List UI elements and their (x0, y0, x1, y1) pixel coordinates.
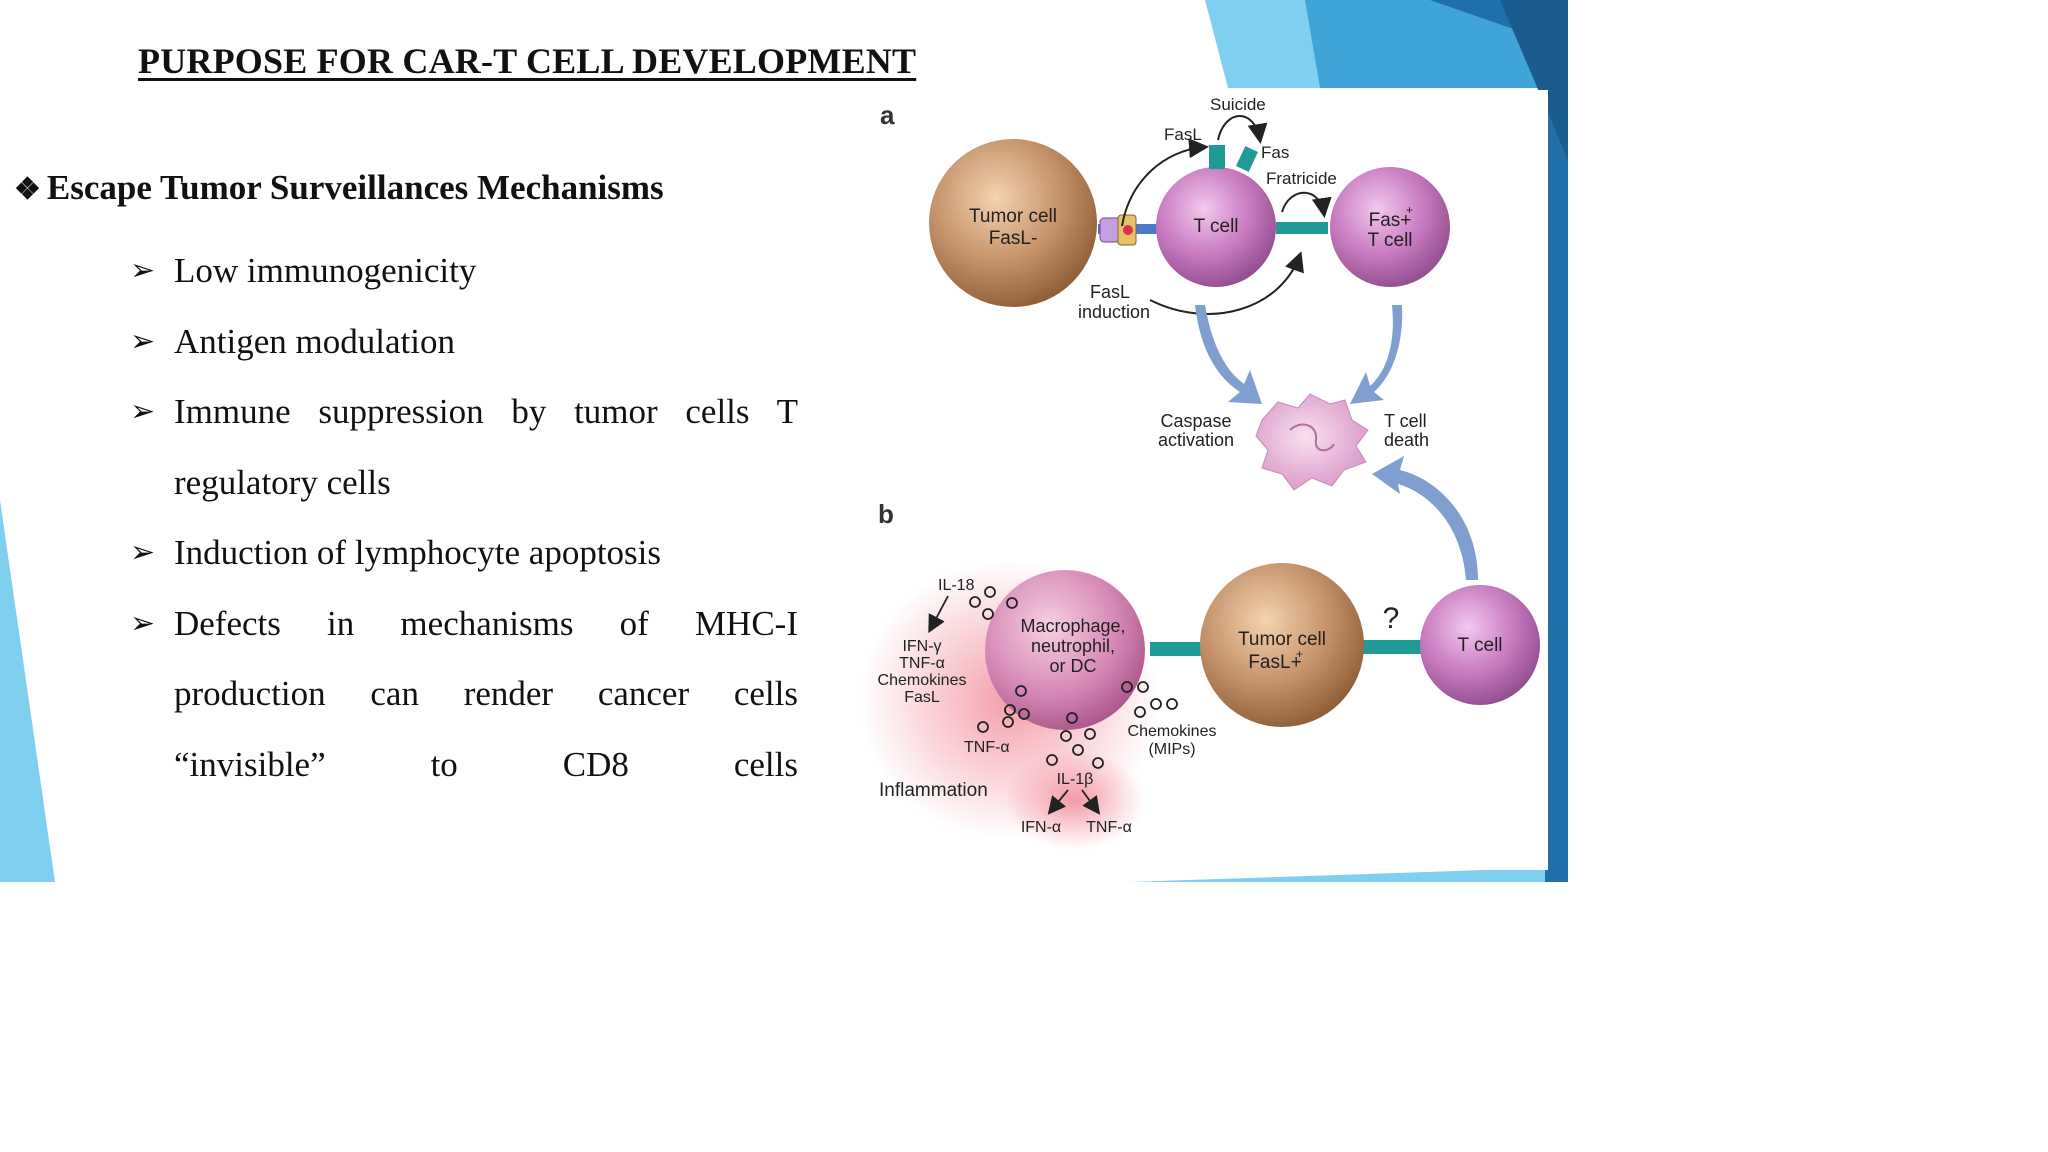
fas-label: Fas (1261, 143, 1289, 162)
t-cell-a: T cell (1156, 167, 1276, 287)
tumor-cell-b: Tumor cell FasL+ + (1200, 563, 1364, 727)
svg-text:or DC: or DC (1049, 656, 1096, 676)
fratricide-label: Fratricide (1266, 169, 1337, 188)
upper-induction-arrow (1121, 138, 1209, 227)
section-heading: ❖Escape Tumor Surveillances Mechanisms (14, 168, 664, 208)
bullet-text: Defects in mechanisms of MHC-I productio… (174, 603, 798, 784)
bond-right (1360, 640, 1422, 654)
panel-b-label: b (878, 499, 894, 529)
t-cell-death-label: T cell (1384, 411, 1427, 431)
list-item: ➢ Immune suppression by tumor cells T re… (130, 377, 798, 518)
svg-text:+: + (1296, 647, 1303, 661)
suicide-label: Suicide (1210, 95, 1266, 114)
svg-text:T cell: T cell (1367, 230, 1412, 251)
blue-arrow-right (1350, 305, 1403, 404)
blue-arrow-up (1372, 456, 1478, 580)
panel-a-label: a (880, 100, 895, 130)
section-heading-text: Escape Tumor Surveillances Mechanisms (46, 168, 664, 207)
svg-text:TNF-α: TNF-α (899, 655, 945, 672)
fas-receptor (1236, 146, 1258, 172)
list-item: ➢ Defects in mechanisms of MHC-I product… (130, 589, 798, 801)
caspase-label: Caspase (1160, 411, 1231, 431)
svg-text:FasL: FasL (904, 689, 940, 706)
il1b-label: IL-1β (1057, 771, 1094, 788)
macrophage-cell: Macrophage, neutrophil, or DC (985, 570, 1145, 730)
diagram-svg: a Tumor cell FasL- T cell Fas+ T cell + … (860, 95, 1540, 850)
list-item: ➢ Low immunogenicity (130, 236, 798, 307)
list-item: ➢ Induction of lymphocyte apoptosis (130, 518, 798, 589)
svg-text:induction: induction (1078, 302, 1150, 322)
svg-text:T cell: T cell (1457, 635, 1502, 656)
tnf-alpha-bottom-label: TNF-α (1086, 819, 1132, 836)
fasl-label: FasL (1164, 125, 1202, 144)
arrow-bullet-icon: ➢ (130, 324, 156, 358)
bullet-text: Antigen modulation (174, 321, 455, 361)
svg-text:Tumor cell: Tumor cell (1238, 629, 1326, 650)
slide-title: PURPOSE FOR CAR-T CELL DEVELOPMENT (138, 41, 917, 81)
ifn-alpha-label: IFN-α (1021, 819, 1061, 836)
svg-text:Fas+: Fas+ (1369, 210, 1412, 231)
bullet-list: ➢ Low immunogenicity ➢ Antigen modulatio… (130, 236, 798, 800)
bond-left (1150, 642, 1202, 656)
svg-text:+: + (1406, 203, 1413, 217)
arrow-bullet-icon: ➢ (130, 606, 156, 640)
suicide-arrow (1217, 115, 1268, 144)
svg-text:T cell: T cell (1193, 216, 1238, 237)
slide-background-decoration (0, 0, 1568, 882)
fratricide-arrow (1281, 191, 1332, 218)
diamond-bullet-icon: ❖ (14, 173, 41, 206)
arrow-bullet-icon: ➢ (130, 254, 156, 287)
svg-text:death: death (1384, 430, 1429, 450)
inflammation-label: Inflammation (879, 780, 988, 801)
svg-text:(MIPs): (MIPs) (1148, 741, 1195, 758)
fas-fasl-bond (1276, 222, 1328, 234)
list-item: ➢ Antigen modulation (130, 307, 798, 378)
bullet-text: Low immunogenicity (174, 251, 477, 290)
blue-arrow-left (1195, 305, 1262, 404)
svg-text:activation: activation (1158, 430, 1234, 450)
svg-text:FasL+: FasL+ (1248, 652, 1301, 673)
fas-plus-t-cell: Fas+ T cell + (1330, 167, 1450, 287)
bullet-text: Induction of lymphocyte apoptosis (174, 533, 662, 572)
arrow-bullet-icon: ➢ (130, 536, 156, 569)
arrow-bullet-icon: ➢ (130, 395, 156, 428)
svg-text:Tumor cell: Tumor cell (969, 206, 1057, 227)
t-cell-b: T cell (1420, 585, 1540, 705)
bullet-text: Immune suppression by tumor cells T regu… (174, 392, 798, 502)
dying-t-cell (1255, 393, 1369, 491)
tumor-cell-a: Tumor cell FasL- (929, 139, 1097, 307)
cytokine-circles (969, 586, 1178, 769)
fas-fasl-diagram: a Tumor cell FasL- T cell Fas+ T cell + … (858, 90, 1548, 870)
receptor-connector (1098, 214, 1158, 246)
chemokines-left-label: Chemokines (878, 672, 967, 689)
fasl-receptor (1209, 145, 1225, 169)
svg-text:Macrophage,: Macrophage, (1020, 616, 1125, 636)
fasl-induction-label: FasL (1090, 282, 1130, 302)
chemokines-mips-label: Chemokines (1128, 723, 1217, 740)
tnf-alpha-label: TNF-α (964, 739, 1010, 756)
lower-induction-arrow (1149, 251, 1304, 315)
il18-label: IL-18 (938, 577, 975, 594)
svg-text:neutrophil,: neutrophil, (1031, 636, 1115, 656)
ifn-gamma-label: IFN-γ (902, 638, 941, 655)
question-mark: ? (1383, 602, 1400, 635)
svg-text:FasL-: FasL- (989, 228, 1038, 249)
